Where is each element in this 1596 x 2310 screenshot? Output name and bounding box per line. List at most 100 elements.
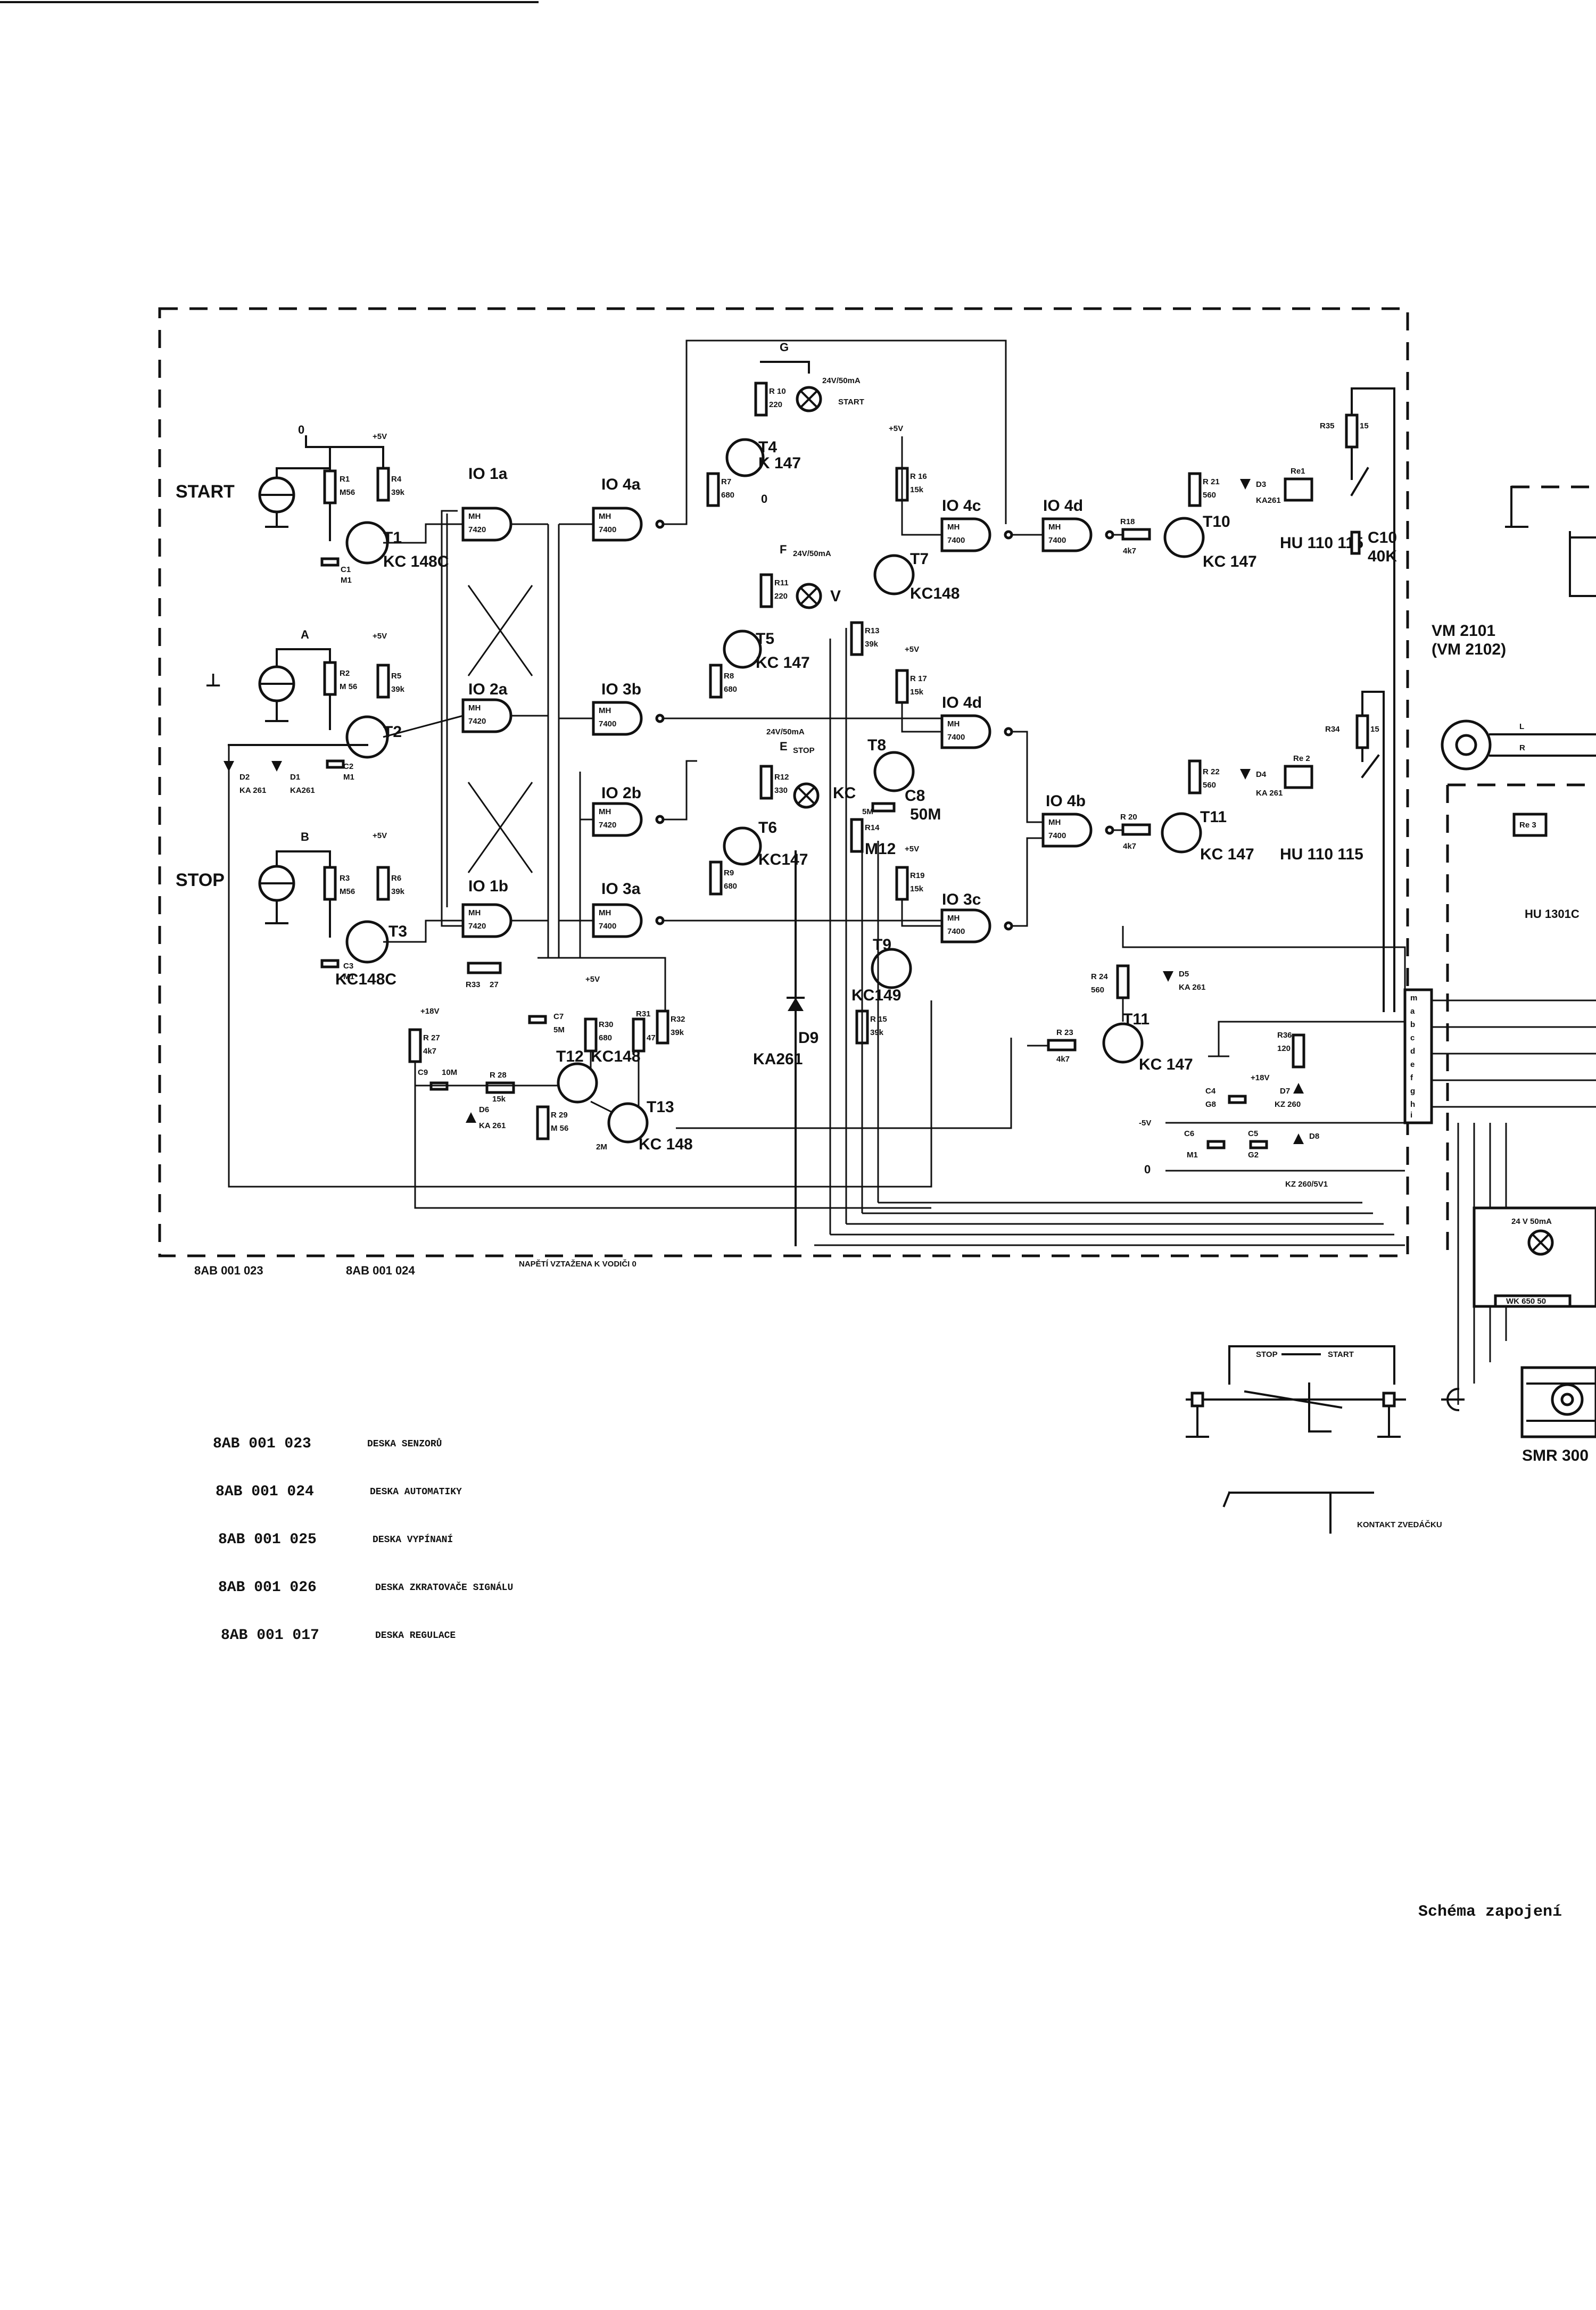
svg-text:10M: 10M xyxy=(442,1068,457,1077)
svg-text:d: d xyxy=(1410,1047,1415,1056)
r30-resistor xyxy=(584,1017,598,1053)
legend-desc-2: DESKA AUTOMATIKY xyxy=(370,1487,462,1497)
r22-resistor xyxy=(1188,759,1202,794)
svg-text:STOP: STOP xyxy=(1256,1350,1278,1359)
stage-t7: +5V R 16 15k T7 KC148 R13 39k +5V R 17 1… xyxy=(850,424,960,704)
gate-io1a: IO 1a MH 7420 xyxy=(461,465,512,542)
svg-text:7420: 7420 xyxy=(468,525,486,534)
svg-text:680: 680 xyxy=(724,882,737,891)
svg-text:KC148: KC148 xyxy=(591,1048,640,1065)
svg-text:39k: 39k xyxy=(391,685,405,694)
legend-code-1: 8AB 001 023 xyxy=(213,1436,311,1452)
svg-text:T12: T12 xyxy=(556,1048,584,1065)
svg-text:15: 15 xyxy=(1360,421,1369,430)
svg-text:C3: C3 xyxy=(343,962,353,971)
svg-text:T13: T13 xyxy=(647,1098,674,1116)
stage-t8: T8 KC C8 50M 5M R14 M12 +5V R19 15k xyxy=(833,736,941,901)
svg-text:7400: 7400 xyxy=(947,927,965,936)
svg-text:g: g xyxy=(1410,1087,1415,1096)
svg-text:+5V: +5V xyxy=(905,645,919,654)
meter-vm2101: VM 2101 (VM 2102) L R Re 3 HU 1301C xyxy=(1432,622,1596,921)
svg-text:R12: R12 xyxy=(774,773,789,782)
svg-text:R 17: R 17 xyxy=(910,674,927,683)
stage-t11b: R 24 560 D5 KA 261 R 23 4k7 T11 KC 147 xyxy=(1027,964,1205,1073)
t5-transistor-icon xyxy=(723,630,762,669)
svg-text:220: 220 xyxy=(769,400,782,409)
r31-resistor xyxy=(632,1017,646,1053)
svg-text:R34: R34 xyxy=(1325,725,1340,734)
svg-text:24V/50mA: 24V/50mA xyxy=(793,549,831,558)
r5-resistor xyxy=(376,664,390,699)
svg-text:R 22: R 22 xyxy=(1203,767,1220,776)
svg-text:0: 0 xyxy=(1144,1163,1151,1176)
svg-text:T5: T5 xyxy=(756,630,774,648)
svg-text:C1: C1 xyxy=(341,565,351,574)
svg-text:KC 147: KC 147 xyxy=(756,654,810,672)
svg-text:R 16: R 16 xyxy=(910,472,927,481)
svg-text:T11: T11 xyxy=(1123,1011,1150,1028)
c7-capacitor xyxy=(528,1015,547,1024)
svg-text:+5V: +5V xyxy=(373,432,387,441)
r14-resistor xyxy=(850,818,864,853)
svg-text:WK 650 50: WK 650 50 xyxy=(1506,1297,1546,1306)
legend-code-3: 8AB 001 025 xyxy=(218,1531,317,1548)
svg-text:KONTAKT ZVEDÁČKU: KONTAKT ZVEDÁČKU xyxy=(1357,1520,1442,1529)
t8-transistor-icon xyxy=(873,751,915,792)
svg-text:IO 4b: IO 4b xyxy=(1046,792,1086,810)
svg-text:24V/50mA: 24V/50mA xyxy=(766,727,805,736)
r17-resistor xyxy=(895,669,909,704)
r13-resistor xyxy=(850,621,864,656)
svg-text:KC 147: KC 147 xyxy=(1203,553,1257,570)
svg-text:0: 0 xyxy=(761,492,767,506)
svg-text:7400: 7400 xyxy=(947,733,965,742)
svg-text:R 27: R 27 xyxy=(423,1033,440,1042)
svg-text:39k: 39k xyxy=(865,640,879,649)
r3-resistor xyxy=(323,866,337,901)
svg-text:T2: T2 xyxy=(383,723,402,741)
gate-io3c: IO 3c MH 7400 xyxy=(940,891,1013,943)
svg-text:KC 147: KC 147 xyxy=(1200,846,1254,863)
legend-code-2: 8AB 001 024 xyxy=(216,1484,314,1500)
svg-text:4k7: 4k7 xyxy=(423,1047,436,1056)
svg-text:T6: T6 xyxy=(758,819,777,837)
svg-text:KZ 260: KZ 260 xyxy=(1275,1100,1301,1109)
svg-text:KA 261: KA 261 xyxy=(479,1121,506,1130)
connector-block: m a b c d e f g h i xyxy=(1403,988,1433,1124)
svg-text:M56: M56 xyxy=(340,488,355,497)
svg-text:R8: R8 xyxy=(724,672,734,681)
regulator-block: R36 120 +18V C4 G8 D7 KZ 260 C6 M1 C5 G2… xyxy=(1139,1021,1405,1189)
svg-text:R33: R33 xyxy=(466,980,481,989)
c3-capacitor xyxy=(320,959,340,968)
c10-capacitor xyxy=(1350,531,1361,555)
svg-text:IO 3b: IO 3b xyxy=(601,681,641,698)
svg-text:330: 330 xyxy=(774,786,788,795)
svg-text:KA 261: KA 261 xyxy=(1179,983,1205,992)
svg-text:R13: R13 xyxy=(865,626,880,635)
svg-text:HU 110 115: HU 110 115 xyxy=(1280,846,1363,863)
svg-text:M56: M56 xyxy=(340,887,355,896)
svg-text:+5V: +5V xyxy=(889,424,903,433)
svg-text:MH: MH xyxy=(599,706,611,715)
r4-resistor xyxy=(376,467,390,502)
svg-text:C2: C2 xyxy=(343,762,353,771)
svg-text:C8: C8 xyxy=(905,787,925,805)
svg-text:15k: 15k xyxy=(492,1095,506,1104)
svg-text:R30: R30 xyxy=(599,1020,614,1029)
start-label: START xyxy=(176,482,235,502)
gate-io4d-mid: IO 4d MH 7400 xyxy=(940,694,1013,749)
svg-text:5M: 5M xyxy=(553,1025,565,1034)
re3-relay-coil xyxy=(1512,813,1548,837)
svg-text:24 V 50mA: 24 V 50mA xyxy=(1511,1217,1552,1226)
svg-text:R7: R7 xyxy=(721,477,731,486)
svg-text:KC 147: KC 147 xyxy=(1139,1056,1193,1073)
svg-text:HU 1301C: HU 1301C xyxy=(1525,907,1580,921)
lamp-wk: 24 V 50mA WK 650 50 xyxy=(1473,1206,1596,1308)
r24-resistor xyxy=(1116,964,1130,999)
svg-text:i: i xyxy=(1410,1111,1412,1120)
svg-text:HU 110 115: HU 110 115 xyxy=(1280,534,1363,552)
board-outline xyxy=(158,307,1409,1257)
svg-text:R9: R9 xyxy=(724,868,734,877)
svg-text:h: h xyxy=(1410,1100,1415,1109)
stage-t6: 24V/50mA E STOP R12 330 T6 KC147 R9 680 … xyxy=(709,727,820,1246)
svg-text:+18V: +18V xyxy=(420,1007,439,1016)
